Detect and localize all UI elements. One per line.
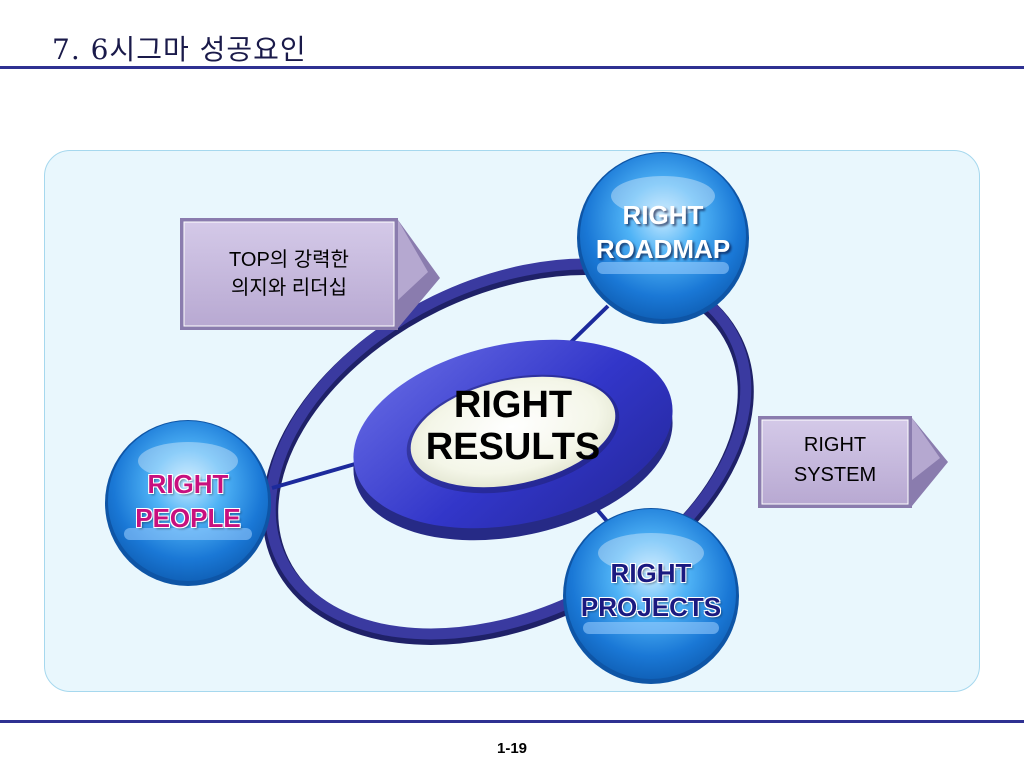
roadmap-label: RIGHT ROADMAP xyxy=(573,198,753,266)
projects-label: RIGHT PROJECTS xyxy=(556,556,746,624)
system-callout xyxy=(758,416,948,508)
people-label: RIGHT PEOPLE xyxy=(98,467,278,535)
top-leadership-text: TOP의 강력한 의지와 리더십 xyxy=(184,246,394,302)
page-number: 1-19 xyxy=(496,740,528,757)
people-line-1: RIGHT xyxy=(147,469,229,499)
footer-divider xyxy=(0,720,1024,723)
roadmap-line-1: RIGHT xyxy=(622,200,704,230)
center-line-2: RESULTS xyxy=(425,426,601,468)
top-leadership-line-1: TOP의 강력한 xyxy=(229,249,349,271)
projects-line-1: RIGHT xyxy=(610,558,692,588)
system-line-1: RIGHT xyxy=(803,434,867,456)
system-line-2: SYSTEM xyxy=(793,464,877,486)
projects-sphere xyxy=(563,508,739,684)
people-line-2: PEOPLE xyxy=(135,503,241,533)
system-text: RIGHT SYSTEM xyxy=(762,430,908,490)
top-leadership-line-2: 의지와 리더십 xyxy=(231,277,347,299)
top-leadership-callout xyxy=(180,218,440,330)
center-line-1: RIGHT xyxy=(453,384,573,426)
projects-line-2: PROJECTS xyxy=(580,592,722,622)
slide-title: 7. 6시그마 성공요인 xyxy=(52,33,307,66)
center-results-label: RIGHT RESULTS xyxy=(400,384,626,468)
roadmap-line-2: ROADMAP xyxy=(595,234,731,264)
title-divider xyxy=(0,66,1024,69)
center-results-ring xyxy=(353,339,673,541)
roadmap-sphere xyxy=(577,152,749,324)
people-sphere xyxy=(105,420,271,586)
